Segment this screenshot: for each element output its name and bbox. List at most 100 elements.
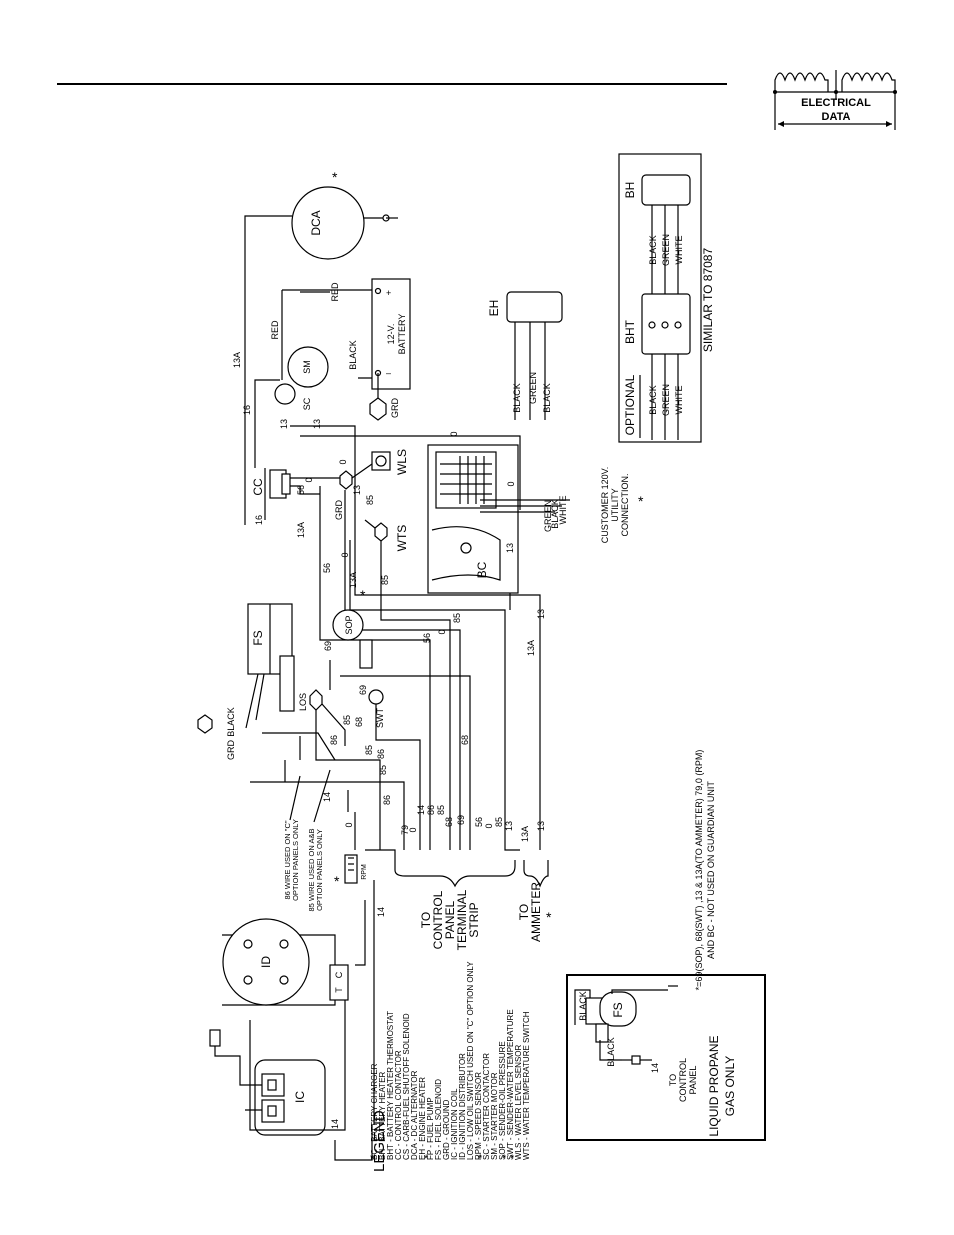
svg-text:86 WIRE USED ON "C": 86 WIRE USED ON "C" <box>283 820 292 899</box>
cc-ground: GRD <box>334 470 353 521</box>
svg-text:AMMETER: AMMETER <box>529 882 543 942</box>
svg-text:T: T <box>334 987 344 993</box>
svg-text:*: * <box>478 1153 483 1165</box>
svg-text:86: 86 <box>376 749 386 759</box>
sensor-wiring <box>250 660 471 1125</box>
battery-minus: – <box>386 368 391 378</box>
ignition-distributor: ID C T <box>222 918 349 1006</box>
svg-text:CUSTOMER 120V.: CUSTOMER 120V. <box>600 467 610 544</box>
lp-title-line2: GAS ONLY <box>723 1056 737 1116</box>
legend-item: EH - ENGINE HEATER <box>418 1077 427 1160</box>
legend-item: FS - FUEL SOLENOID <box>434 1079 443 1160</box>
svg-text:*=69(SOP), 68(SWT) ,13 & 13A(T: *=69(SOP), 68(SWT) ,13 & 13A(TO AMMETER)… <box>694 750 704 991</box>
lp-fs-label: FS <box>611 1002 625 1017</box>
id-label: ID <box>259 956 273 968</box>
svg-text:14: 14 <box>416 805 426 815</box>
svg-text:13A: 13A <box>296 522 306 538</box>
svg-text:0: 0 <box>344 822 354 827</box>
bc-label: BC <box>475 561 489 578</box>
optional-battery-heater: OPTIONAL BH BHT BLACK GREEN WHITE BLACK … <box>618 153 715 443</box>
coil-left-icon <box>774 72 829 92</box>
svg-text:BLACK: BLACK <box>226 707 236 737</box>
svg-text:OPTION PANELS ONLY: OPTION PANELS ONLY <box>291 819 300 901</box>
engine-heater: EH <box>487 291 563 323</box>
wls-label: WLS <box>395 449 409 475</box>
legend-item: SC - STARTER CONTACTOR <box>482 1053 491 1160</box>
svg-text:*: * <box>360 587 366 603</box>
legend-item: BHT - BATTERY HEATER THERMOSTAT <box>386 1011 395 1160</box>
svg-text:13: 13 <box>312 419 322 429</box>
svg-text:BLACK: BLACK <box>550 499 560 529</box>
svg-text:PANEL: PANEL <box>688 1066 698 1095</box>
legend-item: IC - IGNITION COIL <box>450 1088 459 1160</box>
svg-text:*: * <box>334 873 340 889</box>
main-wire-labels: 13A 16 16 RED RED BLACK 13 13 0 13A 56 0… <box>232 282 552 656</box>
svg-text:13: 13 <box>352 485 362 495</box>
svg-text:0: 0 <box>484 823 494 828</box>
terminal-strip-bracket: TO CONTROL PANEL TERMINAL STRIP TO AMMET… <box>394 860 552 950</box>
svg-text:13A: 13A <box>232 352 242 368</box>
eh-label: EH <box>487 300 501 317</box>
badge-line1: ELECTRICAL <box>801 97 871 109</box>
svg-text:0: 0 <box>340 552 350 557</box>
svg-text:BLACK: BLACK <box>348 340 358 370</box>
svg-text:69: 69 <box>323 641 333 651</box>
svg-text:56: 56 <box>322 563 332 573</box>
sm-label: SM <box>302 360 312 374</box>
rpm-sensor: RPM * <box>334 854 368 889</box>
svg-text:16: 16 <box>254 515 264 525</box>
svg-text:0: 0 <box>437 629 447 634</box>
bh-label: BH <box>623 182 637 199</box>
svg-text:13: 13 <box>279 419 289 429</box>
svg-text:85: 85 <box>380 575 390 585</box>
electrical-data-badge: ELECTRICAL DATA <box>773 70 897 130</box>
svg-text:85: 85 <box>494 817 504 827</box>
svg-text:RED: RED <box>330 282 340 302</box>
main-wiring <box>244 215 570 851</box>
battery-ground: GRD <box>369 397 400 421</box>
svg-text:85: 85 <box>378 765 388 775</box>
svg-text:TO: TO <box>517 904 531 920</box>
svg-text:*: * <box>510 1153 515 1165</box>
svg-text:85 WIRE USED ON A&B: 85 WIRE USED ON A&B <box>307 829 316 912</box>
legend-item: SWT - SENDER-WATER TEMPERATURE <box>506 1009 515 1160</box>
legend-item: BC - BATTERY CHARGER <box>370 1063 379 1160</box>
grd-label-2: GRD <box>334 500 344 521</box>
svg-text:56: 56 <box>474 817 484 827</box>
svg-text:CONTROL: CONTROL <box>678 1058 688 1102</box>
lp-title-line1: LIQUID PROPANE <box>707 1035 721 1136</box>
svg-text:85: 85 <box>364 745 374 755</box>
svg-text:13A: 13A <box>526 640 536 656</box>
legend-item: GRD - GROUND <box>442 1099 451 1160</box>
svg-text:0: 0 <box>449 431 459 436</box>
svg-text:13: 13 <box>536 821 546 831</box>
svg-text:0: 0 <box>304 477 314 482</box>
svg-text:BLACK: BLACK <box>648 235 658 265</box>
svg-text:AND BC - NOT USED ON GUARDIAN: AND BC - NOT USED ON GUARDIAN UNIT <box>706 781 716 959</box>
svg-text:PANEL: PANEL <box>443 900 457 939</box>
svg-text:14: 14 <box>376 907 386 917</box>
dca-asterisk: * <box>332 169 338 185</box>
svg-text:13: 13 <box>536 609 546 619</box>
svg-text:GRD: GRD <box>226 740 236 761</box>
bht-label: BHT <box>623 319 637 344</box>
wts-switch: WTS <box>374 522 409 551</box>
svg-text:86: 86 <box>426 805 436 815</box>
svg-text:14: 14 <box>330 1119 340 1129</box>
control-contactor: CC <box>251 469 291 499</box>
legend-item: SOP - SENDER-OIL PRESSURE <box>498 1041 507 1160</box>
svg-text:C: C <box>334 971 344 978</box>
ic-label: IC <box>293 1091 307 1103</box>
los-label: LOS <box>298 693 308 711</box>
svg-text:WHITE: WHITE <box>674 386 684 415</box>
svg-text:BLACK: BLACK <box>542 383 552 413</box>
legend-item: RPM - SPEED SENSOR <box>474 1072 483 1160</box>
grd-label-1: GRD <box>390 398 400 419</box>
svg-text:CONTROL: CONTROL <box>431 890 445 949</box>
wls-sensor: WLS <box>371 449 409 475</box>
svg-text:13: 13 <box>504 821 514 831</box>
svg-text:WHITE: WHITE <box>558 496 568 525</box>
battery-line2: BATTERY <box>397 314 407 355</box>
svg-text:69: 69 <box>358 685 368 695</box>
badge-line2: DATA <box>822 111 851 123</box>
